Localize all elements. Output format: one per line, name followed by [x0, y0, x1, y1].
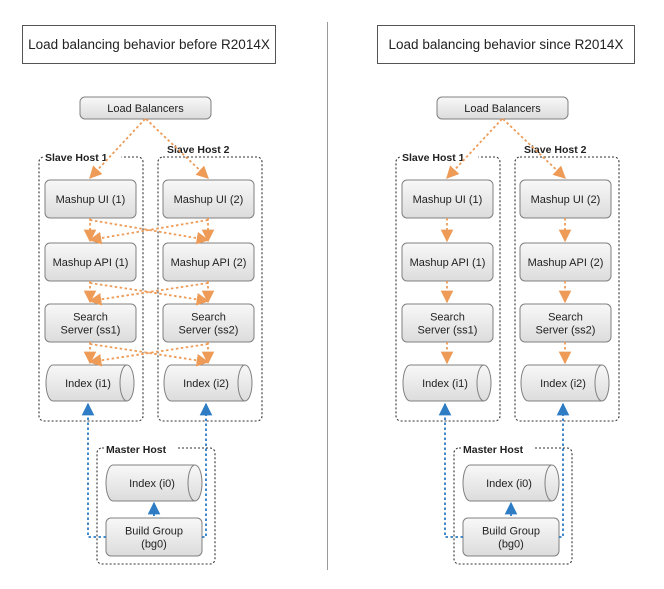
slave-host-2-label-bg	[165, 143, 244, 156]
build-group-box-label-1: (bg0)	[141, 539, 167, 551]
slave-host-1-label-bg	[43, 151, 122, 164]
master-host-label: Master Host	[106, 444, 167, 456]
slave2-index-cylinder-rim	[237, 364, 246, 402]
load-balancers-box	[79, 96, 212, 120]
slave2-index-cylinder-rim	[594, 364, 603, 402]
load-balancers-box-label-0: Load Balancers	[464, 103, 541, 115]
slave-host-2-frame	[514, 156, 620, 422]
slave-host-1-frame	[395, 156, 501, 422]
slave-host-1-label: Slave Host 1	[402, 152, 465, 164]
slave1-index-cylinder-label: Index (i1)	[65, 378, 111, 390]
slave2-index-cylinder-label: Index (i2)	[540, 378, 586, 390]
slave1-mashup-ui-box-label-0: Mashup UI (1)	[413, 194, 483, 206]
right-panel-title: Load balancing behavior since R2014X	[377, 25, 635, 64]
slave-host-1-label-bg	[400, 151, 479, 164]
slave-host-1-frame	[38, 156, 144, 422]
slave2-index-cylinder-label: Index (i2)	[183, 378, 229, 390]
left-panel-title: Load balancing behavior before R2014X	[22, 25, 276, 64]
arrow-bg-to-index1	[81, 402, 106, 538]
slave1-mashup-api-box-label-0: Mashup API (1)	[53, 257, 129, 269]
master-index-cylinder-rim	[544, 464, 553, 502]
slave-host-2-label: Slave Host 2	[524, 144, 587, 156]
slave1-search-server-box-label-0: Search	[73, 312, 108, 324]
arrow-lb-to-ui2	[502, 118, 566, 179]
arrow-lb-to-ui2	[145, 118, 209, 179]
slave-host-2-label-bg	[522, 143, 601, 156]
slave2-mashup-api-box-label-0: Mashup API (2)	[528, 257, 604, 269]
slave-host-1-label: Slave Host 1	[45, 152, 108, 164]
slave2-mashup-ui-box-label-0: Mashup UI (2)	[174, 194, 244, 206]
slave-host-2-label: Slave Host 2	[167, 144, 230, 156]
arrow-bg-to-index2	[199, 402, 213, 538]
arrow-bg-to-index1	[438, 402, 463, 538]
slave2-search-server-box-label-1: Server (ss2)	[536, 325, 596, 337]
master-index-cylinder-rim	[187, 464, 196, 502]
build-group-box-label-0: Build Group	[482, 526, 540, 538]
master-host-label-bg	[461, 443, 534, 456]
slave1-mashup-api-box-label-0: Mashup API (1)	[410, 257, 486, 269]
slave2-mashup-ui-box-label-0: Mashup UI (2)	[531, 194, 601, 206]
slave-host-2-frame	[157, 156, 263, 422]
panel-divider	[327, 22, 328, 570]
load-balancers-box	[436, 96, 569, 120]
master-index-cylinder-label: Index (i0)	[486, 478, 532, 490]
slave2-search-server-box-label-1: Server (ss2)	[179, 325, 239, 337]
master-host-label: Master Host	[463, 444, 524, 456]
slave1-search-server-box-label-0: Search	[430, 312, 465, 324]
build-group-box-label-1: (bg0)	[498, 539, 524, 551]
slave1-search-server-box-label-1: Server (ss1)	[61, 325, 121, 337]
slave1-mashup-ui-box-label-0: Mashup UI (1)	[56, 194, 126, 206]
load-balancers-box-label-0: Load Balancers	[107, 103, 184, 115]
slave1-index-cylinder-label: Index (i1)	[422, 378, 468, 390]
master-index-cylinder-label: Index (i0)	[129, 478, 175, 490]
slave2-search-server-box-label-0: Search	[191, 312, 226, 324]
slave2-search-server-box-label-0: Search	[548, 312, 583, 324]
master-host-label-bg	[104, 443, 177, 456]
slave1-index-cylinder-rim	[476, 364, 485, 402]
arrow-lb-to-ui1	[446, 118, 503, 179]
slave2-mashup-api-box-label-0: Mashup API (2)	[171, 257, 247, 269]
arrow-bg-to-index2	[556, 402, 570, 538]
arrow-lb-to-ui1	[89, 118, 146, 179]
build-group-box-label-0: Build Group	[125, 526, 183, 538]
slave1-index-cylinder-rim	[119, 364, 128, 402]
slave1-search-server-box-label-1: Server (ss1)	[418, 325, 478, 337]
